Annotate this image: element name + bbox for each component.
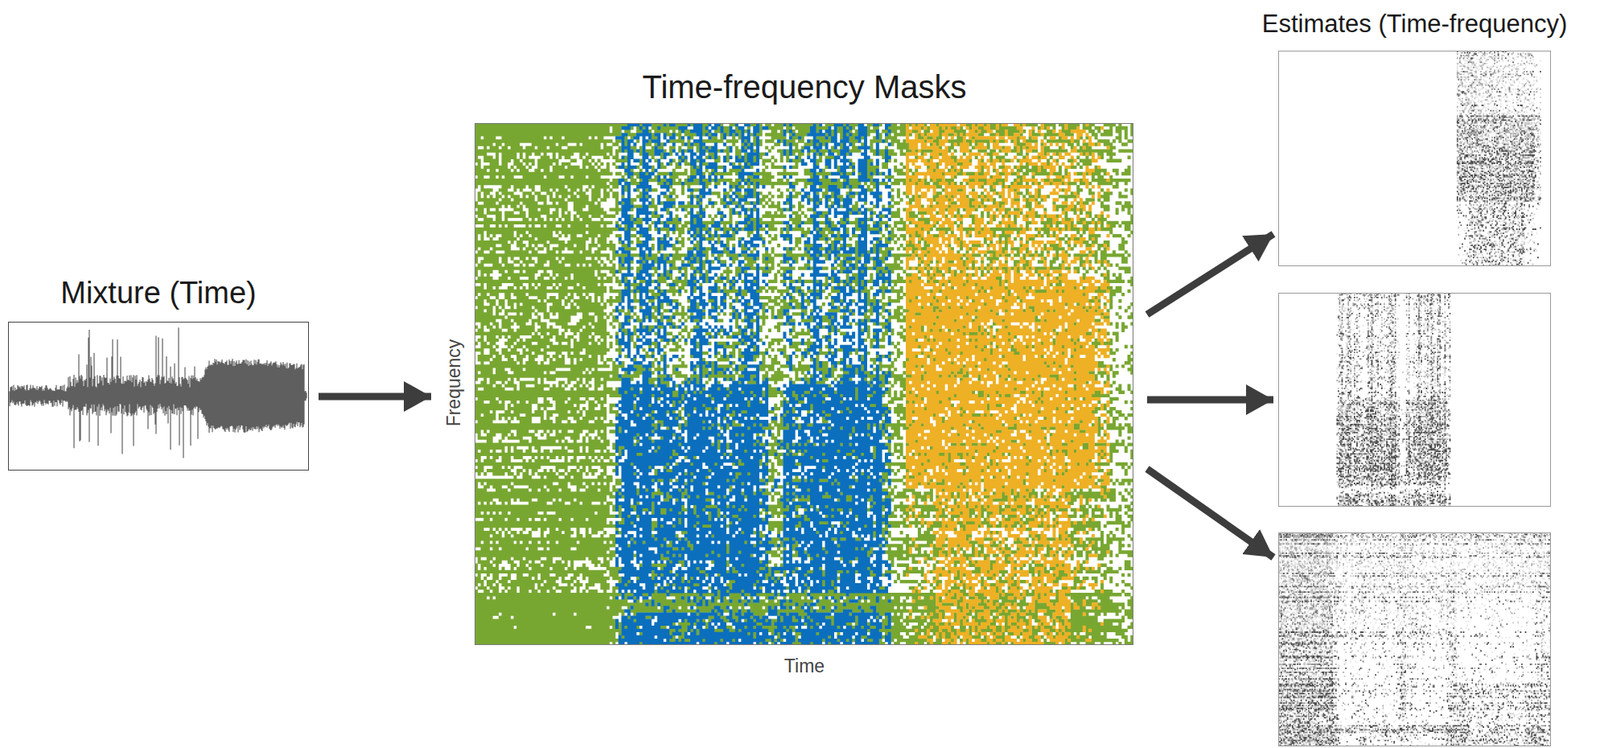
spectrogram-energy (1278, 532, 1551, 747)
flow-arrow (1147, 468, 1274, 558)
waveform-illustration (8, 321, 309, 471)
spectrogram-energy (1278, 532, 1551, 747)
box-heading: Estimates (Time-frequency) (1262, 9, 1568, 39)
spectrogram-energy (1336, 292, 1451, 507)
flow-arrow (1147, 234, 1274, 315)
mask-region (905, 123, 1110, 646)
spectrogram-illustration (1278, 50, 1551, 267)
spectrogram-illustration (1278, 292, 1551, 507)
estimate-box (1278, 292, 1551, 507)
spectrogram-energy (1456, 50, 1542, 267)
spectrogram-energy (1456, 50, 1542, 267)
mask-panel: Time-frequency MasksFrequencyTime (434, 64, 1143, 684)
spectrogram-energy (1336, 292, 1451, 507)
mask-region (615, 123, 892, 646)
mask-illustration (474, 123, 1134, 646)
box-heading: Mixture (Time) (60, 275, 256, 312)
spectrogram-energy (1278, 532, 1551, 747)
estimate-box (1278, 532, 1551, 747)
spectrogram-energy (1456, 50, 1542, 267)
spectrogram-energy (1456, 50, 1542, 267)
mixture-box: Mixture (Time) (8, 321, 309, 471)
axis-label: Time (784, 655, 825, 677)
spectrogram-energy (1336, 292, 1451, 507)
panel-title: Time-frequency Masks (641, 68, 967, 106)
waveform-trace (9, 327, 307, 458)
spectrogram-energy (1278, 538, 1551, 747)
spectrogram-illustration (1278, 532, 1551, 747)
flow-arrow (1147, 396, 1274, 404)
mask-frame (475, 123, 1134, 646)
mask-region (474, 123, 1134, 646)
estimate-box: Estimates (Time-frequency) (1278, 50, 1551, 267)
axis-label: Frequency (443, 339, 465, 428)
spectrogram-energy (1278, 532, 1551, 747)
flow-arrow (318, 393, 432, 401)
